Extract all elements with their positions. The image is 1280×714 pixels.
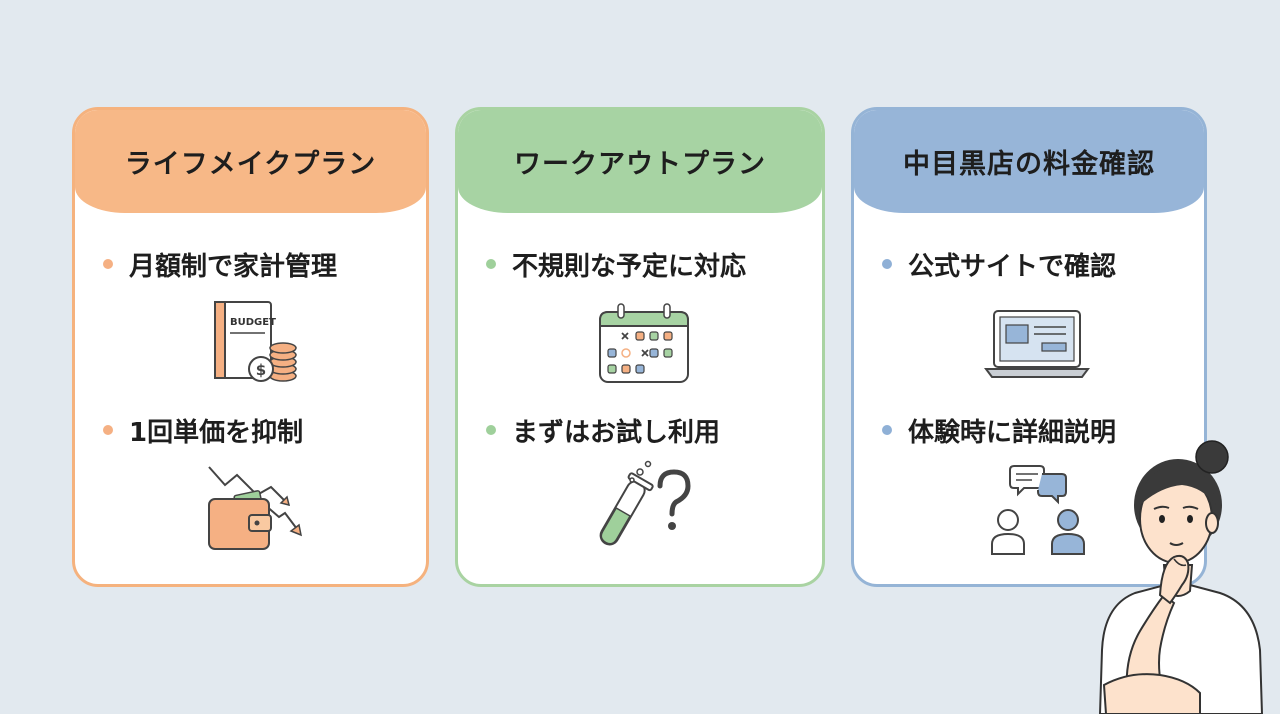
bullet-dot xyxy=(882,425,892,435)
bullet-dot xyxy=(103,425,113,435)
plan-card-workout: ワークアウトプラン 不規則な予定に対応 まずはお試し利用 xyxy=(455,107,825,587)
list-item: 1回単価を抑制 xyxy=(103,412,416,448)
list-item: 不規則な予定に対応 xyxy=(486,246,812,282)
list-item: 公式サイトで確認 xyxy=(882,246,1194,282)
people-chat-icon xyxy=(991,465,1085,555)
list-item: 体験時に詳細説明 xyxy=(882,412,1194,448)
list-item-label: まずはお試し利用 xyxy=(512,417,721,448)
laptop-website-icon xyxy=(984,310,1090,378)
list-item-label: 1回単価を抑制 xyxy=(129,417,304,448)
thinking-woman-illustration xyxy=(1098,440,1264,714)
card-title: ワークアウトプラン xyxy=(458,110,822,213)
list-item: まずはお試し利用 xyxy=(486,412,812,448)
card-title: ライフメイクプラン xyxy=(75,110,426,213)
list-item-label: 不規則な予定に対応 xyxy=(512,251,747,282)
budget-label: BUDGET xyxy=(230,317,276,328)
budget-book-coins-icon: BUDGET $ xyxy=(214,301,297,382)
bullet-dot xyxy=(103,259,113,269)
card-title: 中目黒店の料金確認 xyxy=(854,110,1204,213)
test-tube-question-icon xyxy=(599,460,691,546)
bullet-dot xyxy=(882,259,892,269)
list-item: 月額制で家計管理 xyxy=(103,246,416,282)
price-check-card-nakameguro: 中目黒店の料金確認 公式サイトで確認 体験時に詳細説明 xyxy=(851,107,1207,587)
wallet-down-arrows-icon xyxy=(208,466,303,550)
svg-text:$: $ xyxy=(256,361,266,379)
plan-card-life-make: ライフメイクプラン 月額制で家計管理 BUDGET $ 1回単価を抑制 xyxy=(72,107,429,587)
bullet-dot xyxy=(486,259,496,269)
list-item-label: 公式サイトで確認 xyxy=(908,251,1117,282)
list-item-label: 月額制で家計管理 xyxy=(129,251,338,282)
calendar-icon xyxy=(599,303,689,383)
bullet-dot xyxy=(486,425,496,435)
list-item-label: 体験時に詳細説明 xyxy=(908,417,1117,448)
